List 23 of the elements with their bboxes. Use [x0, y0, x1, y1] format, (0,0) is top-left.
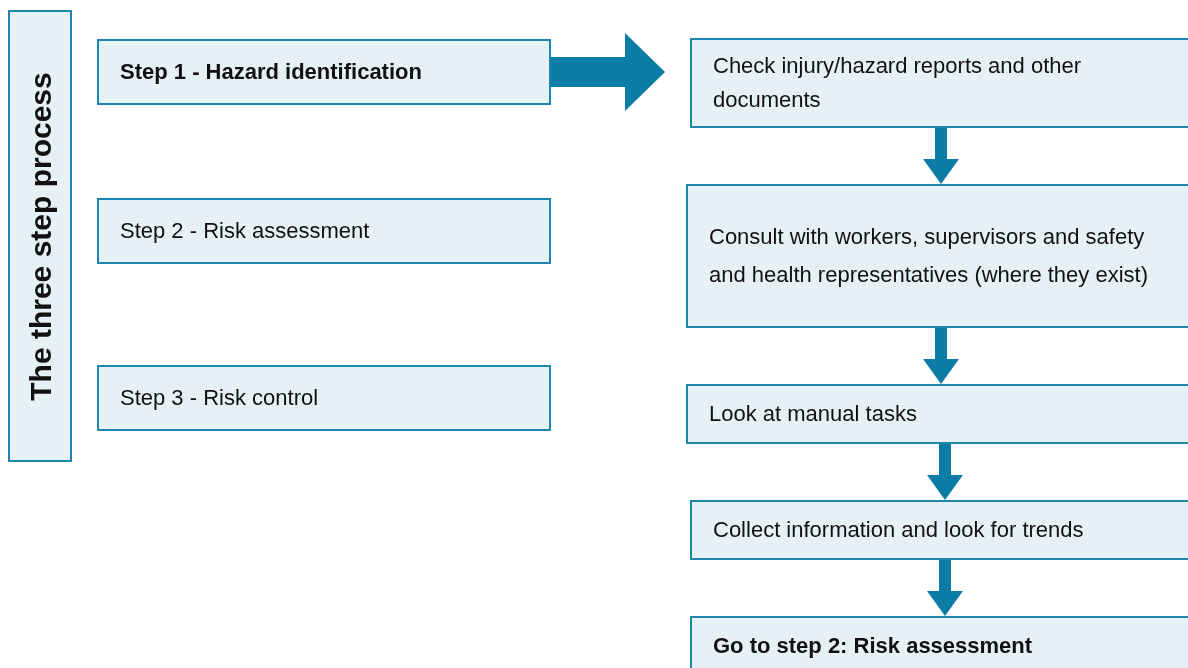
box-text: Step 3 - Risk control	[120, 384, 319, 412]
process-box	[690, 616, 1188, 668]
box-text: Look at manual tasks	[709, 400, 917, 428]
process-box	[97, 198, 551, 264]
arrow	[551, 33, 665, 111]
arrow	[923, 328, 959, 384]
box-text: Go to step 2: Risk assessment	[713, 632, 1033, 660]
process-box	[8, 10, 72, 462]
arrow	[927, 444, 963, 500]
box-text: Step 1 - Hazard identification	[120, 58, 422, 86]
vertical-title: The three step process	[22, 71, 58, 401]
process-box	[686, 384, 1188, 444]
box-text: Collect information and look for trends	[713, 516, 1084, 544]
process-box	[690, 38, 1188, 128]
arrow	[923, 128, 959, 184]
box-text: Check injury/hazard reports and other documents	[713, 52, 1083, 114]
process-box	[97, 365, 551, 431]
process-box	[690, 500, 1188, 560]
box-text: Step 2 - Risk assessment	[120, 217, 370, 245]
process-box	[686, 184, 1188, 328]
arrow	[927, 560, 963, 616]
process-box	[97, 39, 551, 105]
box-text: Consult with workers, supervisors and safety and health representatives (where they exist)	[709, 223, 1149, 289]
